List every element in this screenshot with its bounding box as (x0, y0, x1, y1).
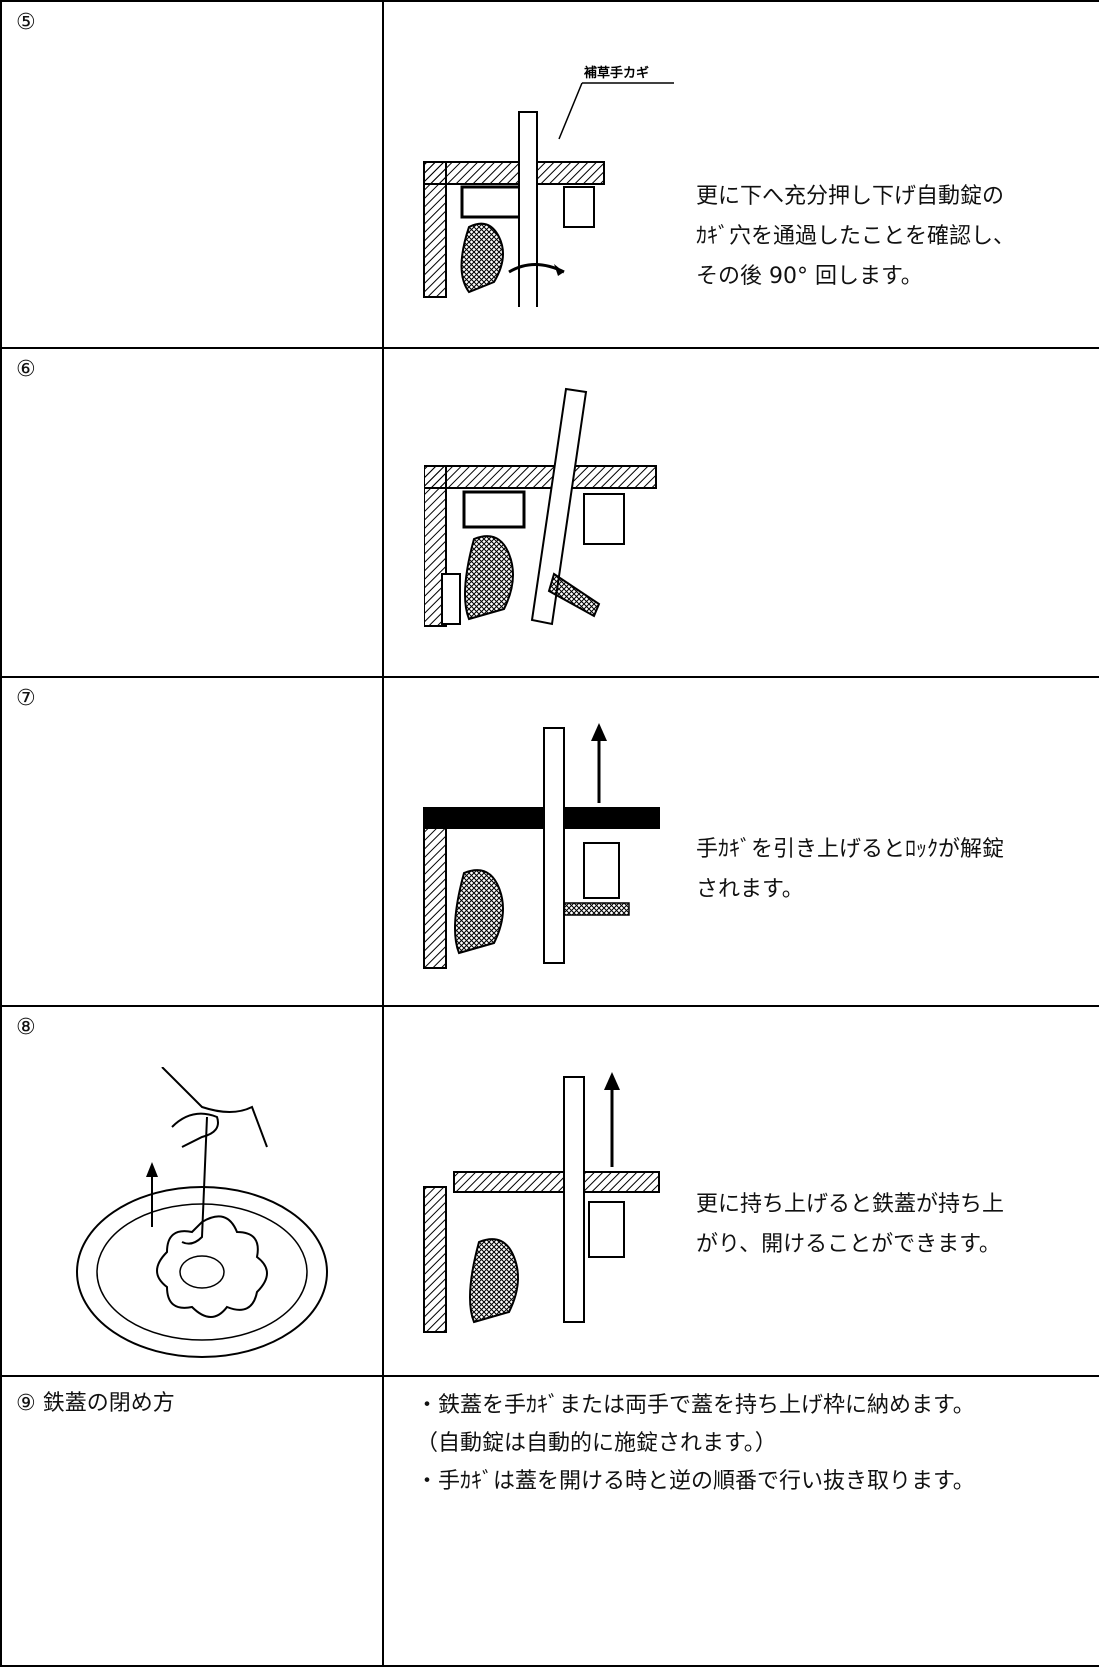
step-content-cell: ・鉄蓋を手ｶｷﾞまたは両手で蓋を持ち上げ枠に納めます。 （自動錠は自動的に施錠さ… (382, 1375, 1099, 1667)
closing-instructions: ・鉄蓋を手ｶｷﾞまたは両手で蓋を持ち上げ枠に納めます。 （自動錠は自動的に施錠さ… (416, 1387, 975, 1501)
description-line: 更に持ち上げると鉄蓋が持ち上 (696, 1192, 1005, 1217)
description-line: 更に下へ充分押し下げ自動錠の (696, 184, 1005, 209)
step-number: ⑧ (16, 1015, 36, 1040)
step-description: 手ｶｷﾞを引き上げるとﾛｯｸが解錠 されます。 (696, 830, 1004, 910)
step-row-6: ⑥ (0, 347, 1099, 678)
callout-label: 補草手カギ (583, 65, 649, 81)
description-line: ｶｷﾞ穴を通過したことを確認し、 (696, 224, 1016, 249)
step-number-cell: ⑥ (0, 347, 384, 678)
step-content-cell (382, 347, 1099, 678)
description-line: 手ｶｷﾞを引き上げるとﾛｯｸが解錠 (696, 837, 1005, 862)
step-title: ⑨ 鉄蓋の閉め方 (16, 1385, 175, 1417)
step-number-cell: ⑤ (0, 0, 384, 349)
step-row-5: ⑤ 補草手カギ (0, 0, 1099, 349)
step-content-cell: 補草手カギ 更に下へ充分押し下げ自動錠の ｶｷﾞ穴を通過したことを確認し、 その… (382, 0, 1099, 349)
step-number: ⑦ (16, 686, 36, 711)
step-row-8: ⑧ 更 (0, 1005, 1099, 1377)
step-row-9: ⑨ 鉄蓋の閉め方 ・鉄蓋を手ｶｷﾞまたは両手で蓋を持ち上げ枠に納めます。 （自動… (0, 1375, 1099, 1667)
lock-mechanism-diagram-icon (423, 1072, 660, 1333)
instruction-bullet: ・鉄蓋を手ｶｷﾞまたは両手で蓋を持ち上げ枠に納めます。 (416, 1393, 975, 1418)
step-content-cell: 手ｶｷﾞを引き上げるとﾛｯｸが解錠 されます。 (382, 676, 1099, 1007)
description-line: がり、開けることができます。 (696, 1232, 1001, 1257)
step-number-cell: ⑨ 鉄蓋の閉め方 (0, 1375, 384, 1667)
manhole-cover-illustration-icon (76, 1067, 328, 1358)
lock-mechanism-diagram-icon (423, 723, 660, 969)
lock-mechanism-diagram-icon (424, 387, 657, 627)
instruction-bullet: （自動錠は自動的に施錠されます。） (416, 1431, 777, 1456)
step-number: ⑥ (16, 357, 36, 382)
step-content-cell: 更に持ち上げると鉄蓋が持ち上 がり、開けることができます。 (382, 1005, 1099, 1377)
step-number-cell: ⑦ (0, 676, 384, 1007)
description-line: されます。 (696, 877, 804, 902)
step-description: 更に持ち上げると鉄蓋が持ち上 がり、開けることができます。 (696, 1185, 1004, 1265)
description-line: その後 90° 回します。 (696, 264, 923, 289)
step-number-cell: ⑧ (0, 1005, 384, 1377)
lock-mechanism-diagram-icon: 補草手カギ (423, 65, 674, 307)
step-description: 更に下へ充分押し下げ自動錠の ｶｷﾞ穴を通過したことを確認し、 その後 90° … (696, 177, 1015, 297)
instruction-bullet: ・手ｶｷﾞは蓋を開ける時と逆の順番で行い抜き取ります。 (416, 1469, 975, 1494)
step-row-7: ⑦ 手ｶｷﾞを引き上げるとﾛｯｸが解錠 されます。 (0, 676, 1099, 1007)
closing-title: 鉄蓋の閉め方 (42, 1391, 175, 1416)
step-number: ⑨ (16, 1391, 36, 1416)
step-number: ⑤ (16, 10, 36, 35)
